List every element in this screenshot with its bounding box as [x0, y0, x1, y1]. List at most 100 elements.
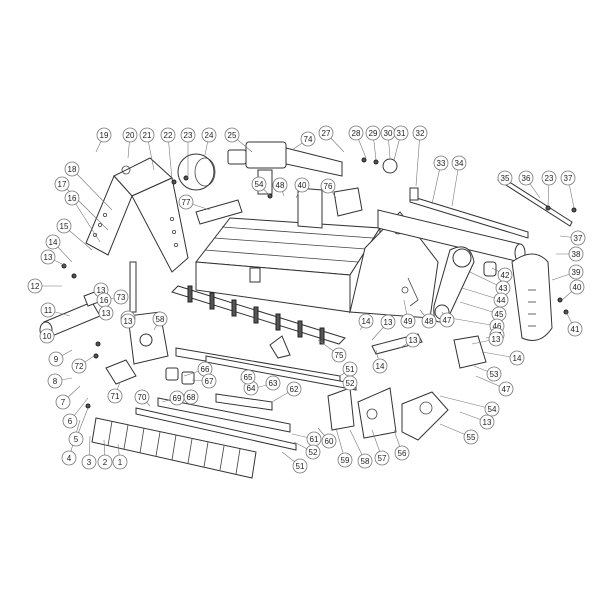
callout-circle: [97, 454, 113, 470]
callout-circle: [224, 127, 240, 143]
callout-label: 35: [501, 174, 510, 183]
rotor-shaft: [171, 285, 346, 359]
callout-circle: [479, 414, 495, 430]
callout-circle: [265, 375, 281, 391]
callout-circle: [305, 444, 321, 460]
callout-label: 14: [376, 362, 385, 371]
callout-circle: [433, 155, 449, 171]
callout-label: 62: [290, 385, 299, 394]
callout-circle: [139, 127, 155, 143]
callout-39: 39: [568, 264, 584, 280]
callout-label: 3: [87, 458, 92, 467]
callout-40: 40: [569, 279, 585, 295]
callout-30: 30: [380, 125, 396, 141]
callout-13: 13: [405, 332, 421, 348]
callout-13: 13: [380, 314, 396, 330]
callout-circle: [56, 218, 72, 234]
callout-label: 54: [488, 405, 497, 414]
callout-label: 68: [187, 393, 196, 402]
callout-17: 17: [54, 176, 70, 192]
callout-label: 70: [138, 393, 147, 402]
callout-24: 24: [201, 127, 217, 143]
callout-62: 62: [286, 381, 302, 397]
callout-circle: [122, 127, 138, 143]
callout-52: 52: [305, 444, 321, 460]
callout-53: 53: [486, 366, 502, 382]
callout-circle: [62, 413, 78, 429]
callout-circle: [152, 311, 168, 327]
callout-35: 35: [497, 170, 513, 186]
callout-circle: [412, 125, 428, 141]
callout-label: 76: [324, 182, 333, 191]
callout-16: 16: [96, 292, 112, 308]
callout-22: 22: [160, 127, 176, 143]
callout-8: 8: [47, 373, 63, 389]
callout-60: 60: [321, 433, 337, 449]
callout-57: 57: [374, 450, 390, 466]
callout-72: 72: [71, 358, 87, 374]
callout-label: 14: [513, 354, 522, 363]
callout-label: 43: [499, 284, 508, 293]
leader-line-18: [71, 168, 113, 211]
callout-27: 27: [318, 125, 334, 141]
callout-label: 24: [205, 131, 214, 140]
callout-label: 23: [184, 131, 193, 140]
callout-42: 42: [497, 267, 513, 283]
callout-13: 13: [120, 313, 136, 329]
callout-label: 4: [67, 454, 72, 463]
callout-circle: [497, 170, 513, 186]
callout-circle: [374, 450, 390, 466]
callout-circle: [272, 177, 288, 193]
callout-label: 34: [455, 159, 464, 168]
leader-line-16: [71, 197, 101, 243]
callout-label: 39: [572, 268, 581, 277]
callout-label: 64: [247, 384, 256, 393]
callout-circle: [47, 373, 63, 389]
callout-label: 66: [201, 365, 210, 374]
callout-circle: [300, 131, 316, 147]
callout-circle: [318, 125, 334, 141]
callout-circle: [71, 358, 87, 374]
callout-label: 27: [322, 129, 331, 138]
callout-48: 48: [421, 313, 437, 329]
callout-71: 71: [107, 388, 123, 404]
callout-label: 30: [384, 129, 393, 138]
callout-label: 67: [205, 377, 214, 386]
callout-37: 37: [570, 230, 586, 246]
callout-circle: [286, 381, 302, 397]
callout-25: 25: [224, 127, 240, 143]
leader-line-32: [415, 132, 421, 187]
callout-circle: [240, 369, 256, 385]
callout-circle: [380, 314, 396, 330]
callout-14: 14: [45, 234, 61, 250]
callout-label: 74: [304, 135, 313, 144]
callout-label: 13: [492, 335, 501, 344]
callout-29: 29: [365, 125, 381, 141]
callout-label: 71: [111, 392, 120, 401]
callout-label: 13: [97, 286, 106, 295]
callout-circle: [120, 313, 136, 329]
callout-32: 32: [412, 125, 428, 141]
callout-label: 60: [325, 437, 334, 446]
callout-circle: [541, 170, 557, 186]
callout-label: 63: [269, 379, 278, 388]
callout-circle: [405, 332, 421, 348]
callout-circle: [201, 373, 217, 389]
callout-label: 17: [58, 180, 67, 189]
callout-label: 47: [502, 385, 511, 394]
callout-label: 40: [573, 283, 582, 292]
callout-circle: [113, 289, 129, 305]
callout-circle: [421, 313, 437, 329]
callout-label: 31: [397, 129, 406, 138]
callout-circle: [39, 328, 55, 344]
callout-label: 55: [467, 433, 476, 442]
callout-label: 48: [425, 317, 434, 326]
callout-circle: [40, 302, 56, 318]
callout-label: 7: [61, 398, 66, 407]
callout-circle: [365, 125, 381, 141]
callout-1: 1: [112, 454, 128, 470]
callout-circle: [331, 347, 347, 363]
callout-16: 16: [64, 190, 80, 206]
callout-label: 12: [31, 282, 40, 291]
callout-circle: [358, 313, 374, 329]
